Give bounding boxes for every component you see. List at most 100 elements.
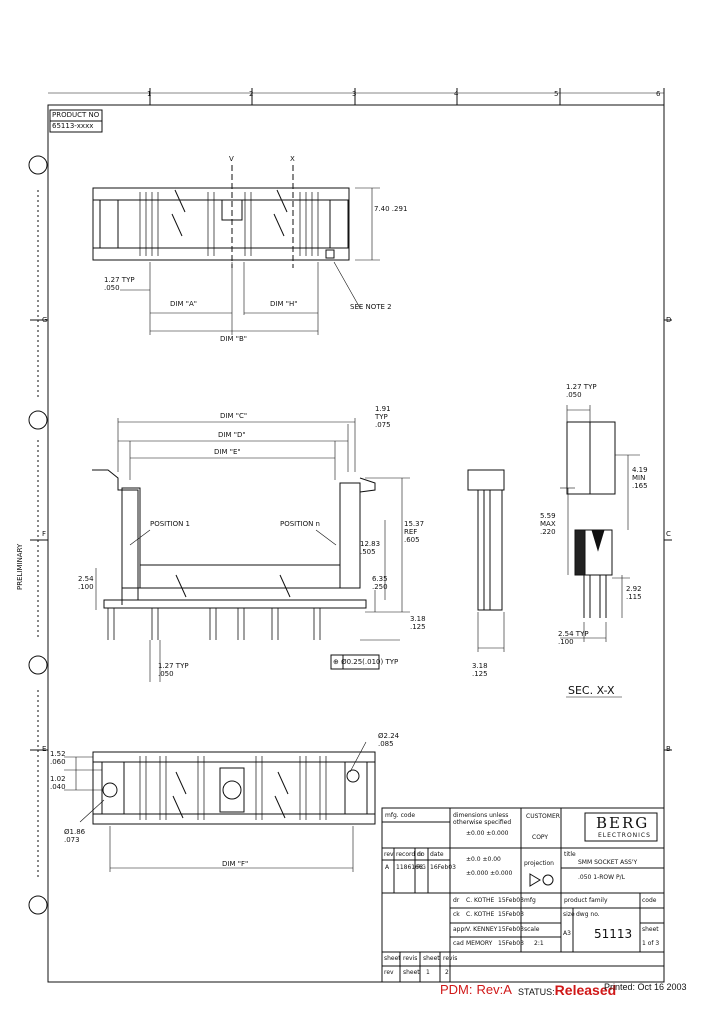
grid-top-3: 3 <box>352 90 357 98</box>
tb-bot-0: sheet <box>384 955 401 962</box>
dim-pitch-top: 1.27 TYP .050 <box>104 276 135 292</box>
tb-appr-2-date: 15Feb03 <box>498 926 524 933</box>
tb-dwg-no: 51113 <box>594 927 633 941</box>
tb-tolerance: dimensions unless otherwise specified <box>453 812 512 826</box>
product-box-number: 65113-xxxx <box>52 122 94 130</box>
tb-appr-0-role: dr <box>453 897 460 904</box>
tb-product-family: product family <box>564 897 608 904</box>
top-view <box>92 165 380 335</box>
tb-bot-3: revis <box>443 955 458 962</box>
dim-b: DIM "B" <box>220 335 247 343</box>
pdm-label: PDM: <box>440 982 473 997</box>
grid-side-f: F <box>42 530 47 538</box>
section-label: SEC. X-X <box>568 684 615 697</box>
tb-rev-h3: date <box>430 851 444 858</box>
sec-dim-min: 4.19 MIN .165 <box>632 466 648 490</box>
tb-rev-r1: 1186166 <box>396 864 423 871</box>
footer-pdm: PDM: Rev:A <box>440 982 512 1004</box>
tb-tol-2: ±0.000 ±0.000 <box>466 870 513 877</box>
tb-appr-0-name: C. KOTHE <box>466 897 495 904</box>
tb-tol-0: ±0.00 ±0.000 <box>466 830 509 837</box>
tolerance-frame <box>330 654 380 670</box>
tb-appr-3-name: MEMORY <box>466 940 493 947</box>
dim-seat: 6.35 .250 <box>372 575 388 591</box>
dim-a: DIM "A" <box>170 300 197 308</box>
dim-side: 1.91 TYP .075 <box>375 405 391 429</box>
dim-c: DIM "C" <box>220 412 248 420</box>
dim-body: 12.83 .505 <box>360 540 381 556</box>
sheet-border <box>47 104 665 983</box>
tb-dwg-no-label: dwg no. <box>576 911 600 918</box>
cut-label-v: V <box>229 155 234 163</box>
grid-top-6: 6 <box>656 90 661 98</box>
dim-height: 7.40 .291 <box>374 205 408 213</box>
berg-logo-frame <box>584 812 658 842</box>
pdm-rev: Rev:A <box>476 982 512 997</box>
cut-label-x: X <box>290 155 295 163</box>
tb-code: code <box>642 897 657 904</box>
section-view <box>560 405 640 698</box>
tb-rev-h2: dr <box>417 851 424 858</box>
tb-appr-3-date: 15Feb03 <box>498 940 524 947</box>
tb-rev-h0: rev <box>384 851 394 858</box>
tb-bot-1: revis <box>403 955 418 962</box>
tb-scale: scale <box>524 926 540 933</box>
tb-rev-r0: A <box>385 864 390 871</box>
tb-size-value: A3 <box>563 930 571 937</box>
dim-tail: 3.18 .125 <box>410 615 426 631</box>
tb-bot2-2: 1 <box>426 969 430 976</box>
sec-dim-top: 1.27 TYP .050 <box>566 383 597 399</box>
grid-top-2: 2 <box>249 90 254 98</box>
grid-side-b: B <box>666 745 671 753</box>
dim-left: 2.54 .100 <box>78 575 94 591</box>
status-value: Released <box>554 982 617 998</box>
tolerance-callout: ⊕ Ø0.25(.010) TYP <box>333 658 399 666</box>
tb-appr-3-role: cad <box>453 940 464 947</box>
tb-appr-1-name: C. KOTHE <box>466 911 495 918</box>
tb-appr-1-role: ck <box>453 911 460 918</box>
grid-side-c: C <box>666 530 671 538</box>
tb-sheet-label: sheet <box>642 926 659 933</box>
grid-side-d: D <box>666 316 672 324</box>
tb-mfg: mfg <box>524 897 536 904</box>
bottom-view <box>64 741 376 872</box>
dim-f: DIM "F" <box>222 860 249 868</box>
dim-d: DIM "D" <box>218 431 246 439</box>
dim-thick: 3.18 .125 <box>472 662 488 678</box>
grid-side-g: G <box>42 316 48 324</box>
tb-title-2: .050 1-ROW P/L <box>578 874 625 881</box>
bot-dim-a2: 1.02 .040 <box>50 775 66 791</box>
position-1: POSITION 1 <box>150 520 191 528</box>
tb-rev-h1: record no <box>396 851 425 858</box>
sec-dim-tail: 2.92 .115 <box>626 585 642 601</box>
tb-sheet-value: 1 of 3 <box>642 940 660 947</box>
bot-dim-hole: Ø1.86 .073 <box>64 828 86 844</box>
grid-side-e: E <box>42 745 47 753</box>
sec-dim-body: 5.59 MAX .220 <box>540 512 556 536</box>
tb-copy: COPY <box>532 834 549 841</box>
tb-tol-1: ±0.0 ±0.00 <box>466 856 501 863</box>
tb-appr-2-role: appr <box>453 926 467 933</box>
tb-mfg-code: mfg. code <box>385 812 416 819</box>
tb-customer: CUSTOMER <box>526 813 560 820</box>
tb-appr-2-name: V. KENNEY <box>466 926 498 933</box>
tb-rev-r3: 16Feb03 <box>430 864 456 871</box>
tb-scale-value: 2:1 <box>534 940 544 947</box>
tb-title-label: title <box>564 851 576 858</box>
product-box-label: PRODUCT NO <box>52 111 100 119</box>
printed-date: Printed: Oct 16 2003 <box>604 982 687 992</box>
title-block <box>381 807 665 983</box>
side-view <box>467 469 505 652</box>
status-label: STATUS: <box>518 987 555 997</box>
tb-bot2-0: rev <box>384 969 394 976</box>
tb-size-label: size <box>563 911 575 918</box>
tb-projection: projection <box>524 860 554 867</box>
bot-dim-peg: Ø2.24 .085 <box>378 732 400 748</box>
logo-berg: BERG <box>596 814 650 832</box>
tb-appr-0-date: 15Feb03 <box>498 897 524 904</box>
dim-overall: 15.37 REF .605 <box>404 520 425 544</box>
tb-bot-2: sheet <box>423 955 440 962</box>
front-view <box>92 418 410 682</box>
